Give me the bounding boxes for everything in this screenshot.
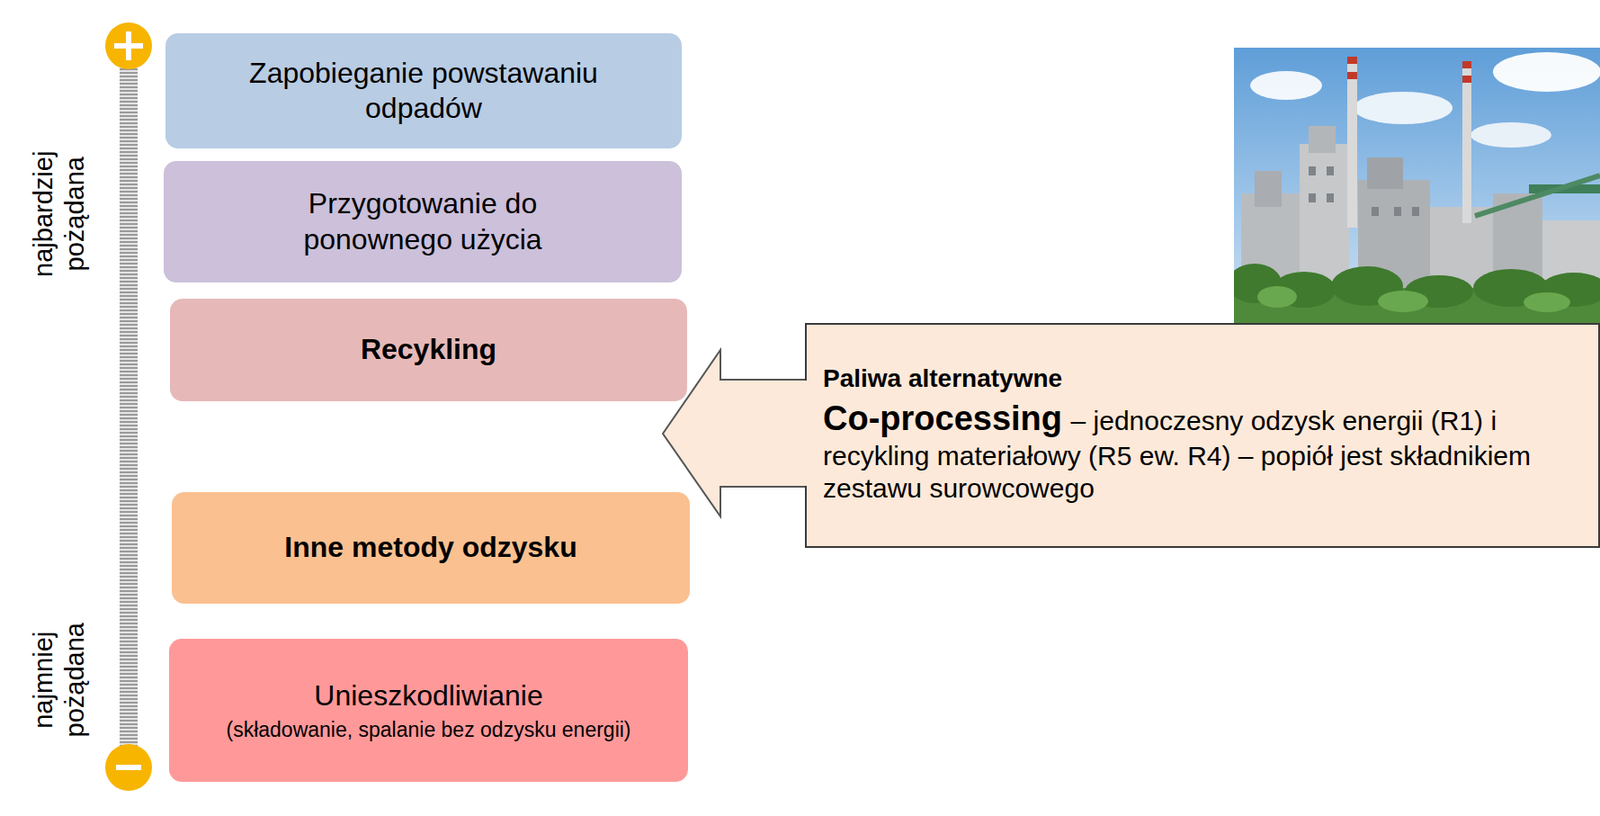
hierarchy-level-box: Przygotowanie do ponownego użycia xyxy=(163,160,682,283)
level-title: Recykling xyxy=(360,331,497,367)
level-title: Inne metody odzysku xyxy=(284,529,577,565)
axis-label: najbardziej pożądana xyxy=(27,119,91,309)
cement-plant-photo xyxy=(1227,47,1600,323)
callout-paragraph: Co-processing– jednoczesny odzysk energi… xyxy=(822,397,1584,506)
level-title: Unieszkodliwianie xyxy=(313,678,543,714)
plus-symbol xyxy=(105,22,152,70)
arrow-joint-patch xyxy=(803,380,810,486)
axis-label: najmniej pożądana xyxy=(27,585,91,775)
hierarchy-level-box: Inne metody odzysku xyxy=(171,491,690,604)
level-note: (składowanie, spalanie bez odzysku energ… xyxy=(225,716,631,742)
level-title: Przygotowanie do ponownego użycia xyxy=(251,186,594,257)
callout-box: Paliwa alternatywneCo-processing– jednoc… xyxy=(804,322,1600,548)
level-title: Zapobieganie powstawaniu odpadów xyxy=(207,55,640,126)
hierarchy-level-box: Unieszkodliwianie(składowanie, spalanie … xyxy=(169,638,689,782)
hierarchy-level-box: Zapobieganie powstawaniu odpadów xyxy=(165,33,682,149)
minus-symbol xyxy=(105,743,152,791)
callout-term: Co-processing xyxy=(822,399,1063,438)
callout-heading: Paliwa alternatywne xyxy=(822,363,1584,394)
scale-bar xyxy=(119,45,138,768)
hierarchy-level-box: Recykling xyxy=(169,298,688,402)
